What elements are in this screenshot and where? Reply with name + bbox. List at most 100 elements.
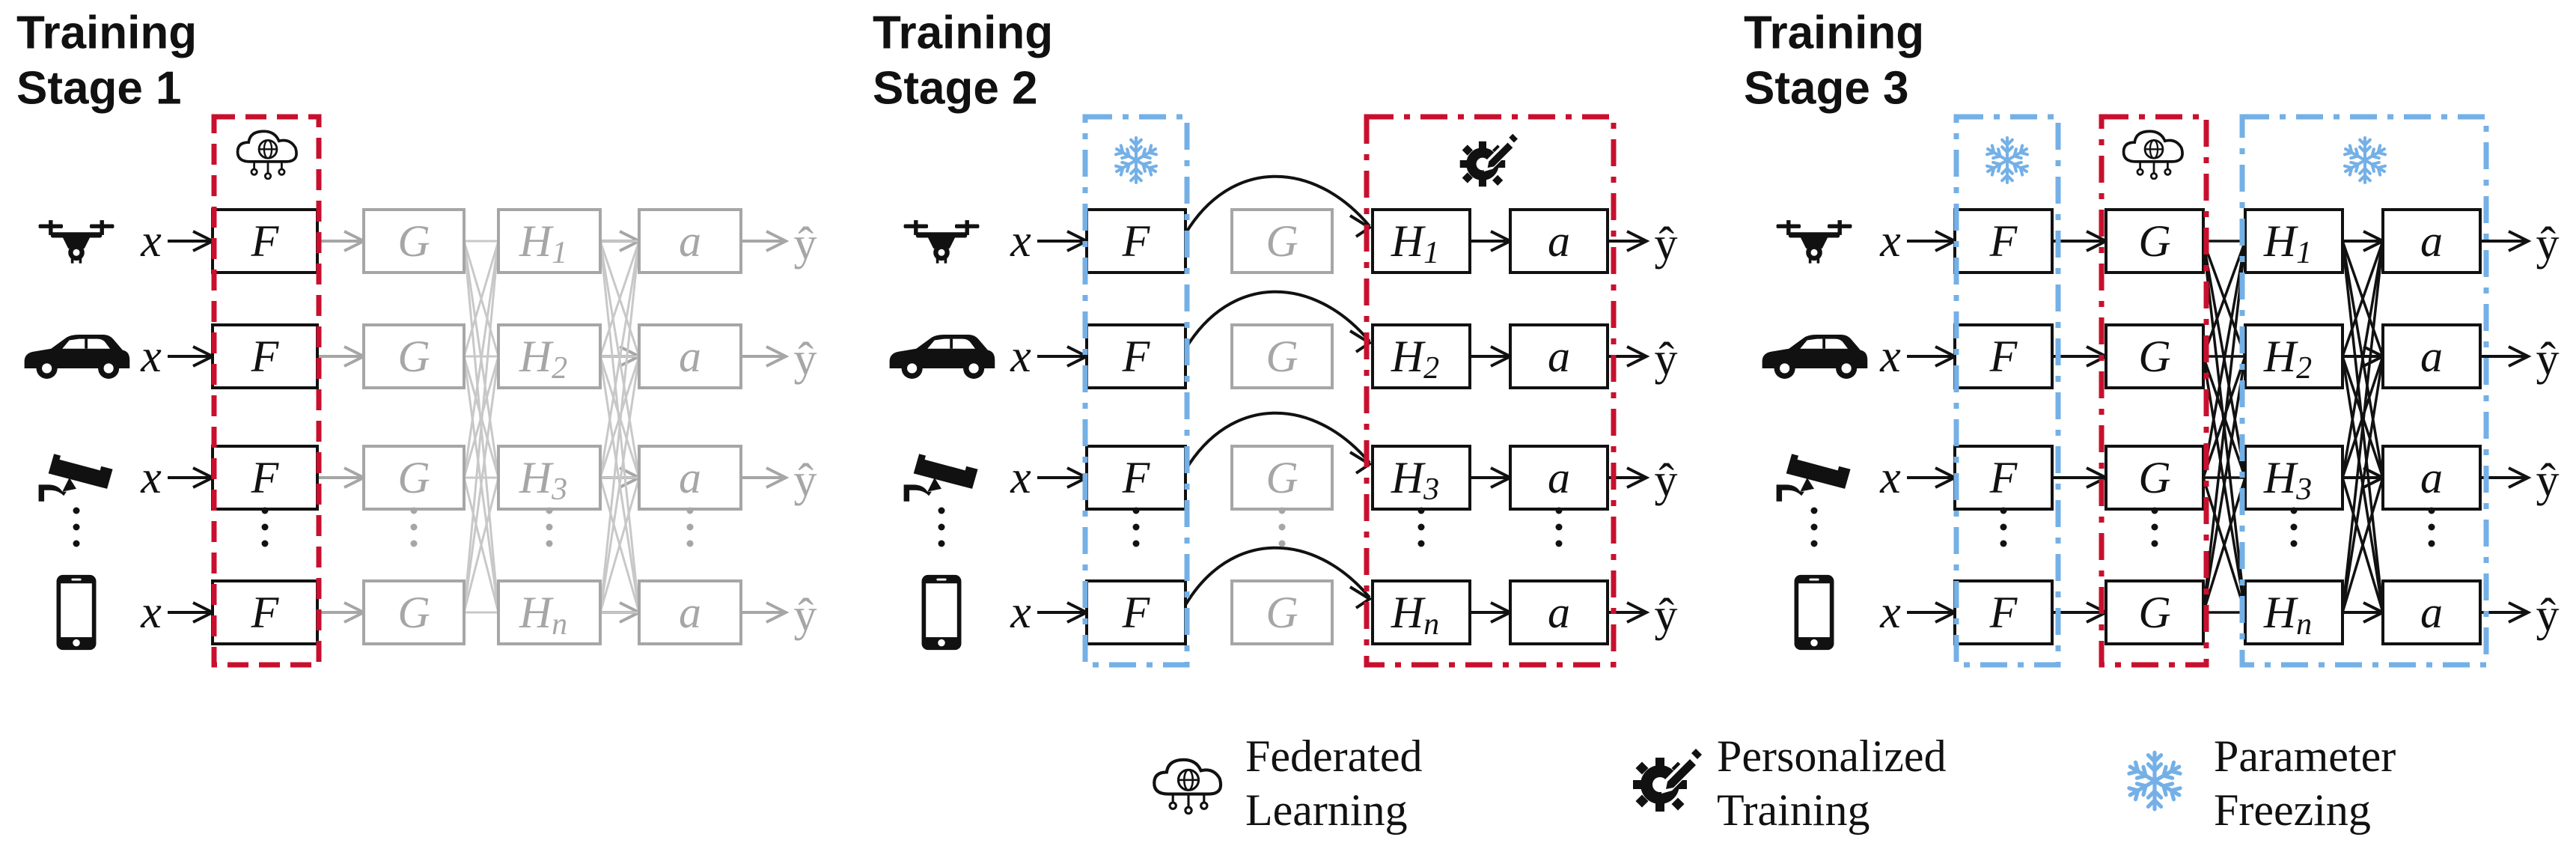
module-F-box [211,323,319,389]
module-H-letter: H [1391,588,1426,637]
stage-title-line1: Training [16,7,197,59]
H-ellipsis-1 [1417,523,1425,531]
stage3-G-federated-frame [2099,114,2209,668]
stage3-head-frozen-frame [2239,114,2489,668]
output-yhat: ŷ [1655,590,1678,641]
module-H-box [1371,323,1471,389]
input-x: x [1879,216,1901,267]
output-arrow-head [2508,230,2532,252]
skip-arrow-head [1349,451,1373,475]
module-a-box [1509,445,1609,511]
legend-snowflake-icon [2127,752,2182,809]
input-x: x [1010,216,1031,267]
g-to-h-connection [2202,356,2247,613]
module-H-box [497,579,602,645]
module-F-label: F [251,216,280,266]
module-a-box [638,445,742,511]
g-to-h-connection [463,240,500,478]
car-icon [24,334,130,379]
module-H-label: Hn [519,588,567,642]
module-H-subscript: 3 [2295,472,2312,507]
module-H-subscript: 2 [2296,351,2312,386]
module-H-subscript: n [2296,607,2312,642]
snowflake-icon [2343,138,2387,183]
input-x: x [140,452,162,503]
H-ellipsis-2 [546,540,553,547]
h-to-a-connection [599,477,641,613]
output-yhat: ŷ [794,334,817,385]
module-H-box [1371,208,1471,274]
h-to-a-connection [599,240,641,613]
skip-arrow-head [1349,329,1373,353]
input-x: x [1010,587,1031,638]
federated-cloud-icon [236,130,298,180]
skip-arrow [1184,290,1371,350]
car-icon [1762,334,1868,379]
G-ellipsis-1 [1278,523,1286,531]
G-ellipsis-0 [410,507,418,514]
device-ellipsis-1 [73,523,80,531]
output-arrow-head [1626,345,1650,368]
module-H-subscript: 3 [1423,472,1439,507]
module-H-letter: H [2263,216,2299,266]
module-G-box [362,323,466,389]
output-arrow-head [766,466,790,489]
module-G-box [1230,445,1334,511]
module-a-box [1509,579,1609,645]
module-H-box [2244,208,2344,274]
module-H-letter: H [519,588,555,637]
module-a-label: a [2420,332,2443,381]
security-camera-icon [1776,454,1851,502]
stage2-head-personalized-frame [1364,114,1617,668]
input-x: x [140,331,162,382]
module-G-box [2105,208,2205,274]
module-F-label: F [1122,216,1151,266]
F-ellipsis-0 [261,507,269,514]
a-ellipsis-2 [2428,540,2435,547]
smartphone-icon [921,574,962,651]
module-H-label: Hn [1391,588,1439,642]
stage2-F-frozen-frame [1082,114,1190,668]
module-H-label: H1 [2263,216,2312,270]
module-a-label: a [679,453,701,502]
module-G-box [2105,579,2205,645]
car-icon [889,334,995,379]
module-F-label: F [1122,453,1151,502]
input-x: x [1879,587,1901,638]
module-H-letter: H [1391,216,1426,266]
H-ellipsis-2 [1417,540,1425,547]
module-G-box [1230,208,1334,274]
module-F-label: F [1989,332,2018,381]
module-G-box [2105,323,2205,389]
g-to-h-connection [463,240,500,357]
module-G-label: G [1266,588,1298,637]
module-H-subscript: 1 [2296,236,2312,270]
output-arrow-head [2508,345,2532,368]
skip-arrow [1184,546,1371,606]
module-a-box [1509,208,1609,274]
output-arrow-head [1626,601,1650,624]
security-camera-icon [38,454,113,502]
module-a-label: a [679,332,701,381]
module-a-label: a [1548,332,1570,381]
output-yhat: ŷ [1655,455,1678,506]
module-layer [211,208,2482,645]
module-a-box [1509,323,1609,389]
module-H-label: H1 [519,216,567,270]
output-yhat: ŷ [794,590,817,641]
module-F-box [1953,579,2054,645]
input-x: x [1010,452,1031,503]
module-H-label: Hn [2263,588,2312,642]
input-x: x [1879,452,1901,503]
device-ellipsis-0 [938,507,945,514]
module-G-label: G [397,216,430,266]
legend-label-line2: Training [1717,785,1870,835]
legend-label-line2: Freezing [2214,785,2371,835]
module-G-label: G [2138,332,2170,381]
G-ellipsis-0 [1278,507,1286,514]
module-F-box [1953,323,2054,389]
module-G-box [362,208,466,274]
module-G-label: G [2138,216,2170,266]
module-F-label: F [251,588,280,637]
